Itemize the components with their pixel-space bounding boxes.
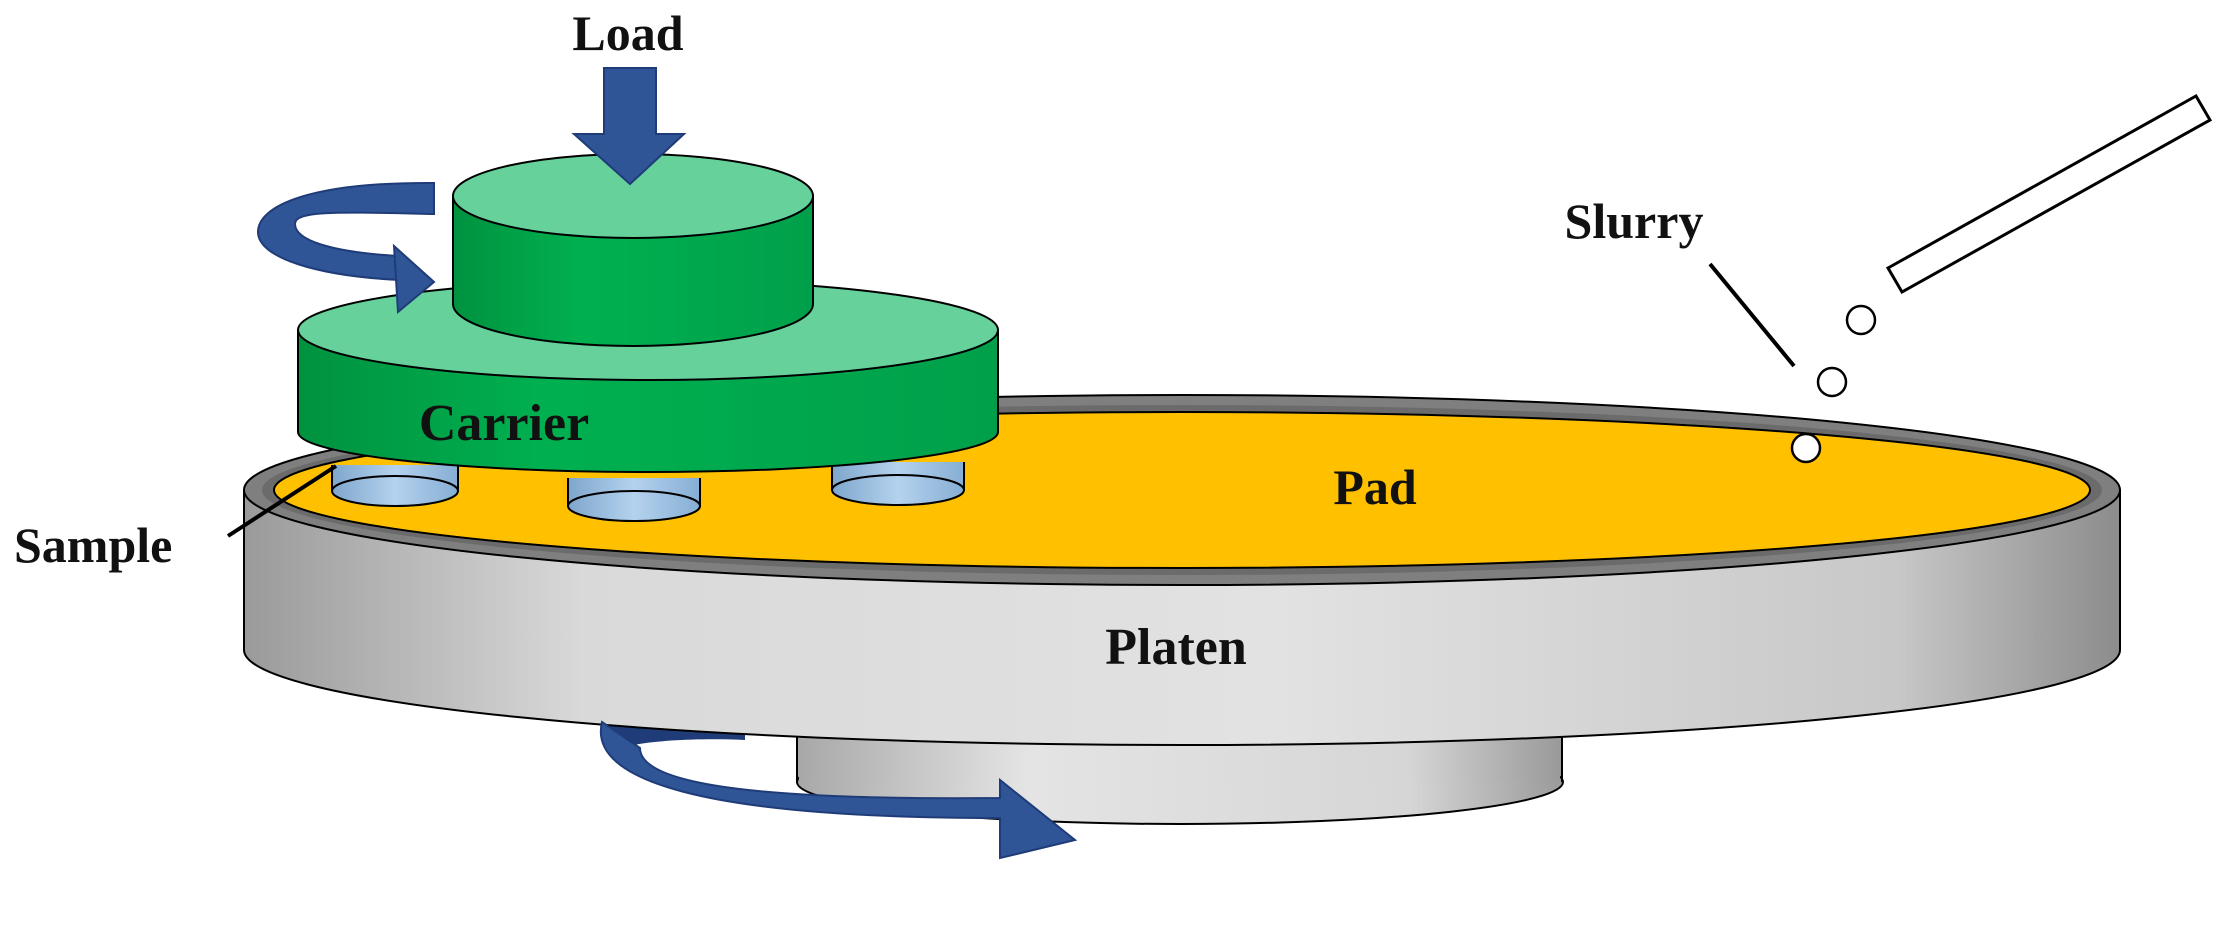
platen-rotation-arrow (599, 720, 1078, 860)
samples (331, 462, 965, 522)
carrier-rotation-arrow (256, 181, 436, 315)
slurry-label: Slurry (1565, 193, 1704, 249)
load-label: Load (572, 5, 683, 61)
slurry-leader-line (1708, 262, 1796, 368)
sample-wafer (831, 462, 965, 506)
slurry-drop (1845, 304, 1877, 336)
slurry-drop (1816, 366, 1848, 398)
carrier-label: Carrier (419, 395, 589, 452)
load-arrow (571, 67, 687, 186)
slurry-drops (1790, 304, 1877, 464)
sample-wafer (567, 478, 701, 522)
platen-label: Platen (1105, 619, 1247, 676)
slurry-dispenser-tube (1885, 93, 2213, 295)
sample-leader-line (226, 464, 338, 538)
pad-label: Pad (1333, 459, 1417, 515)
carrier-head (452, 153, 814, 347)
slurry-drop (1790, 432, 1822, 464)
sample-wafer (331, 465, 459, 507)
sample-label: Sample (14, 517, 172, 573)
